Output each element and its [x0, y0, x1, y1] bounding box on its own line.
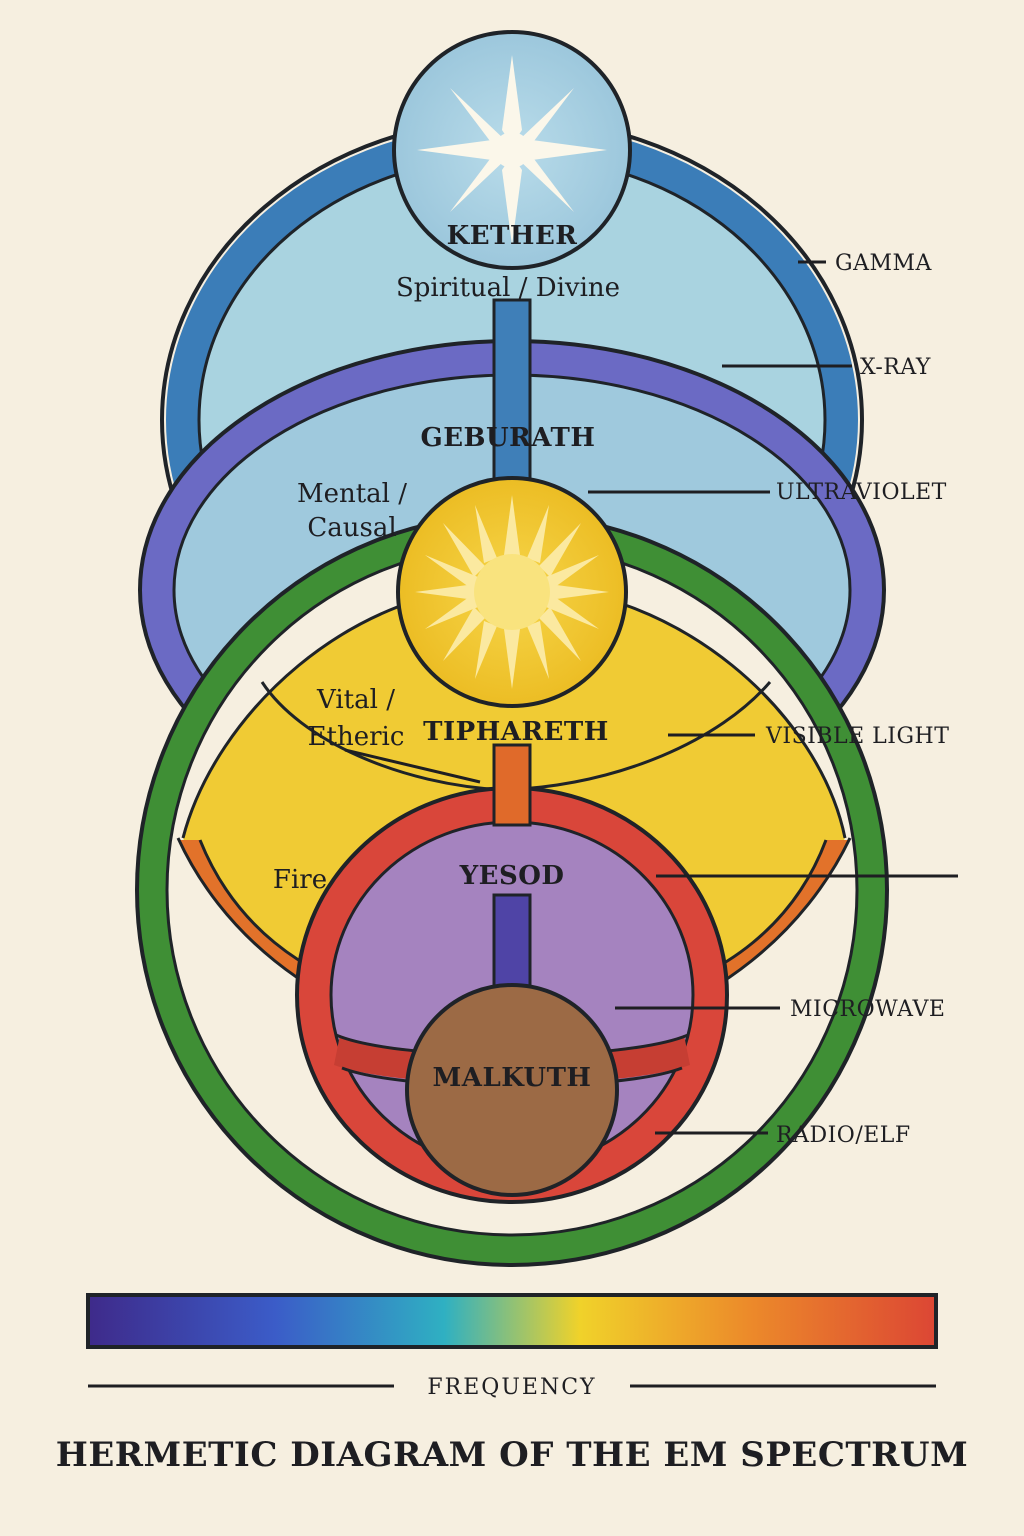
gamma-label: GAMMA [835, 251, 933, 276]
malkuth-label: MALKUTH [433, 1063, 592, 1093]
tiphareth-sun [396, 476, 628, 708]
spiritual-label: Spiritual / Divine [396, 273, 620, 303]
page-title: HERMETIC DIAGRAM OF THE EM SPECTRUM [56, 1435, 968, 1475]
microwave-label: MICROWAVE [790, 997, 945, 1022]
ultraviolet-label: ULTRAVIOLET [776, 480, 947, 505]
vital-label-line2: Etheric [308, 722, 405, 752]
leader-lines [344, 260, 958, 1135]
fire-label: Fire [273, 865, 327, 895]
star-icon [417, 55, 607, 245]
mental-label-line2: Causal [307, 513, 396, 543]
kether-label: KETHER [447, 221, 578, 251]
frequency-label: FREQUENCY [427, 1375, 596, 1400]
geburath-label: GEBURATH [421, 423, 596, 453]
kether-sphere [392, 30, 632, 270]
tiphareth-label: TIPHARETH [423, 717, 609, 747]
xray-label: X-RAY [860, 355, 931, 380]
visible-light-label: VISIBLE LIGHT [765, 724, 949, 749]
vital-leader [344, 748, 481, 784]
frequency-spectrum-bar [86, 1293, 938, 1349]
radio-label: RADIO/ELF [776, 1123, 911, 1148]
yesod-label: YESOD [459, 861, 565, 891]
malkuth-sphere [405, 983, 619, 1197]
vital-label-line1: Vital / [316, 685, 395, 715]
mental-label-line1: Mental / [297, 479, 407, 509]
sun-icon [415, 495, 609, 689]
